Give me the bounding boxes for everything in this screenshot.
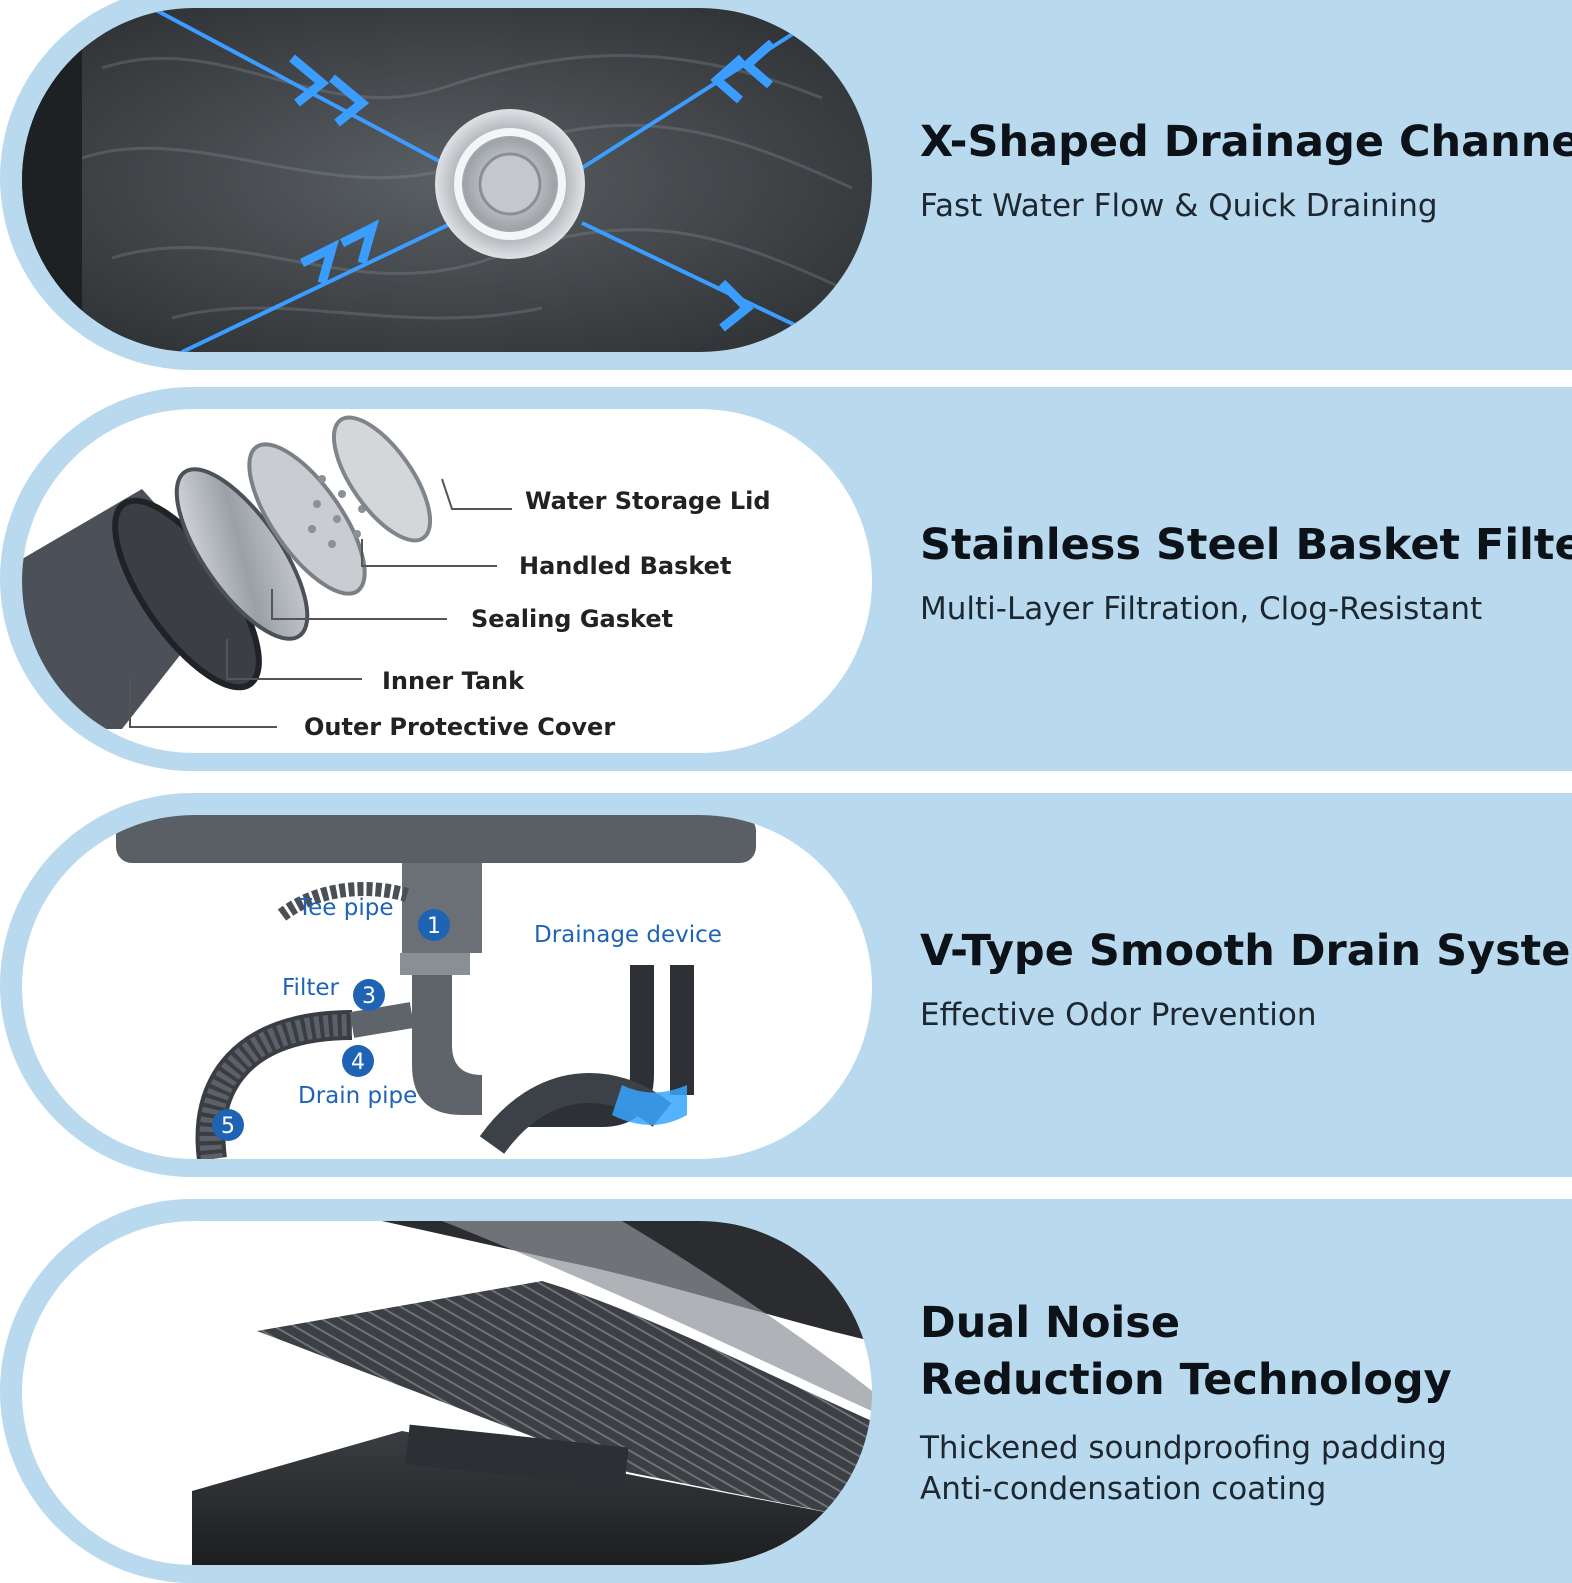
basket-diagram: Water Storage Lid Handled Basket Sealing…: [22, 409, 872, 753]
feature-title: V-Type Smooth Drain System: [920, 926, 1572, 976]
feature-band-drainage: X-Shaped Drainage Channels Fast Water Fl…: [0, 0, 1572, 370]
label-filter: Filter: [282, 975, 340, 1001]
label-handled-basket: Handled Basket: [519, 552, 731, 580]
label-water-storage-lid: Water Storage Lid: [525, 487, 771, 515]
feature-title-line-2: Reduction Technology: [920, 1355, 1452, 1406]
feature-title: Stainless Steel Basket Filter: [920, 520, 1572, 570]
feature-title: X-Shaped Drainage Channels: [920, 117, 1572, 167]
flow-arrow-icon: [289, 39, 775, 332]
label-drainage-device: Drainage device: [534, 922, 722, 948]
feature-subtitle: Fast Water Flow & Quick Draining: [920, 188, 1438, 225]
feature-band-basket: Water Storage Lid Handled Basket Sealing…: [0, 387, 1572, 771]
number-badge: 5: [221, 1114, 235, 1139]
label-drain-pipe: Drain pipe: [298, 1083, 417, 1109]
label-sealing-gasket: Sealing Gasket: [471, 605, 673, 633]
noise-padding-photo: [22, 1221, 872, 1565]
number-badge: 3: [362, 984, 376, 1009]
drainage-channels-photo: [22, 8, 872, 352]
label-outer-protective-cover: Outer Protective Cover: [304, 713, 615, 741]
feature-band-drain-system: 1 3 4 5 Tee pipe Filter Drain pipe Drain…: [0, 793, 1572, 1177]
label-inner-tank: Inner Tank: [382, 667, 525, 695]
label-tee-pipe: Tee pipe: [297, 895, 394, 921]
feature-subtitle: Multi-Layer Filtration, Clog-Resistant: [920, 591, 1483, 628]
number-badge: 4: [351, 1050, 365, 1075]
feature-subtitle: Effective Odor Prevention: [920, 997, 1317, 1034]
feature-band-noise-reduction: Dual Noise Reduction Technology Thickene…: [0, 1199, 1572, 1583]
feature-subtitle-line-2: Anti-condensation coating: [920, 1470, 1327, 1507]
drain-system-diagram: 1 3 4 5 Tee pipe Filter Drain pipe Drain…: [22, 815, 872, 1159]
feature-title-line-1: Dual Noise: [920, 1298, 1181, 1348]
feature-subtitle-line-1: Thickened soundproofing padding: [920, 1430, 1447, 1467]
number-badge: 1: [427, 914, 441, 939]
